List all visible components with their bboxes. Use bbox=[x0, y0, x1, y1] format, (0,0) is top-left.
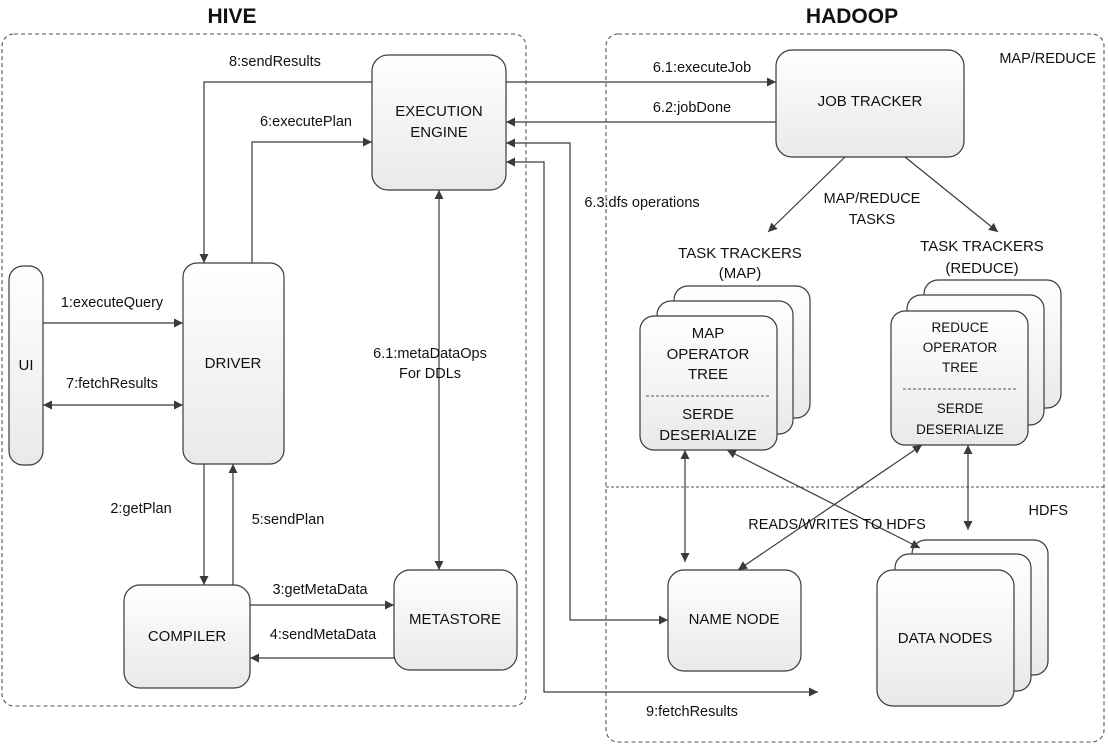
dfs-operations-label: 6.3:dfs operations bbox=[584, 195, 699, 211]
data-nodes-label: DATA NODES bbox=[898, 630, 992, 647]
fetch-results-label: 7:fetchResults bbox=[66, 376, 158, 392]
reduce-operator-line1: REDUCE bbox=[931, 320, 988, 335]
hdfs-region-label: HDFS bbox=[1029, 503, 1068, 519]
metadata-ops-label-line2: For DDLs bbox=[399, 366, 461, 382]
send-metadata-label: 4:sendMetaData bbox=[270, 627, 377, 643]
reduce-task-trackers-title-line2: (REDUCE) bbox=[945, 260, 1018, 277]
reduce-tasks-arrow bbox=[904, 156, 999, 233]
ui-box bbox=[8, 265, 44, 466]
send-results-label: 8:sendResults bbox=[229, 54, 321, 70]
job-done-label: 6.2:jobDone bbox=[653, 100, 731, 116]
map-operator-line3: TREE bbox=[688, 366, 728, 383]
job-tracker-label: JOB TRACKER bbox=[818, 93, 923, 110]
map-serde-line1: SERDE bbox=[682, 406, 734, 423]
reduce-serde-line1: SERDE bbox=[937, 401, 984, 416]
execute-query-label: 1:executeQuery bbox=[61, 295, 164, 311]
name-node-label: NAME NODE bbox=[689, 611, 780, 628]
compiler-box bbox=[123, 584, 251, 689]
map-operator-line2: OPERATOR bbox=[667, 346, 750, 363]
execute-job-label: 6.1:executeJob bbox=[653, 60, 751, 76]
metastore-label: METASTORE bbox=[409, 611, 501, 628]
map-task-trackers-title-line2: (MAP) bbox=[719, 265, 762, 282]
get-plan-label: 2:getPlan bbox=[110, 501, 171, 517]
send-plan-label: 5:sendPlan bbox=[252, 512, 325, 528]
send-results-arrow bbox=[199, 81, 372, 263]
execution-engine-box bbox=[371, 54, 507, 191]
hive-heading: HIVE bbox=[207, 5, 256, 28]
reduce-task-trackers-title-line1: TASK TRACKERS bbox=[920, 238, 1044, 255]
get-metadata-label: 3:getMetaData bbox=[272, 582, 368, 598]
reduce-operator-line3: TREE bbox=[942, 360, 978, 375]
fetch-results-9-label: 9:fetchResults bbox=[646, 704, 738, 720]
execute-plan-label: 6:executePlan bbox=[260, 114, 352, 130]
reduce-operator-line2: OPERATOR bbox=[923, 340, 998, 355]
map-datanodes-arrow bbox=[726, 449, 921, 549]
execution-engine-label-line2: ENGINE bbox=[410, 124, 468, 141]
execution-engine-label-line1: EXECUTION bbox=[395, 103, 483, 120]
mapreduce-tasks-label-line2: TASKS bbox=[849, 212, 895, 228]
map-operator-line1: MAP bbox=[692, 325, 725, 342]
reads-writes-label: READS/WRITES TO HDFS bbox=[748, 517, 926, 533]
ui-label: UI bbox=[19, 357, 34, 374]
metadata-ops-label-line1: 6.1:metaDataOps bbox=[373, 346, 487, 362]
map-task-trackers-title-line1: TASK TRACKERS bbox=[678, 245, 802, 262]
job-tracker-box bbox=[775, 49, 965, 158]
execute-plan-arrow bbox=[251, 137, 372, 263]
compiler-label: COMPILER bbox=[148, 628, 227, 645]
map-tasks-arrow bbox=[767, 156, 846, 233]
hadoop-heading: HADOOP bbox=[806, 5, 898, 28]
mapreduce-tasks-label-line1: MAP/REDUCE bbox=[824, 191, 921, 207]
reduce-serde-line2: DESERIALIZE bbox=[916, 422, 1004, 437]
reduce-task-tracker-box bbox=[890, 310, 1029, 446]
reduce-namenode-arrow bbox=[737, 444, 923, 571]
mapreduce-region-label: MAP/REDUCE bbox=[999, 51, 1096, 67]
fetch-results-9-arrow bbox=[506, 157, 818, 697]
data-nodes-box bbox=[876, 569, 1015, 707]
map-serde-line2: DESERIALIZE bbox=[659, 427, 757, 444]
driver-label: DRIVER bbox=[205, 355, 262, 372]
